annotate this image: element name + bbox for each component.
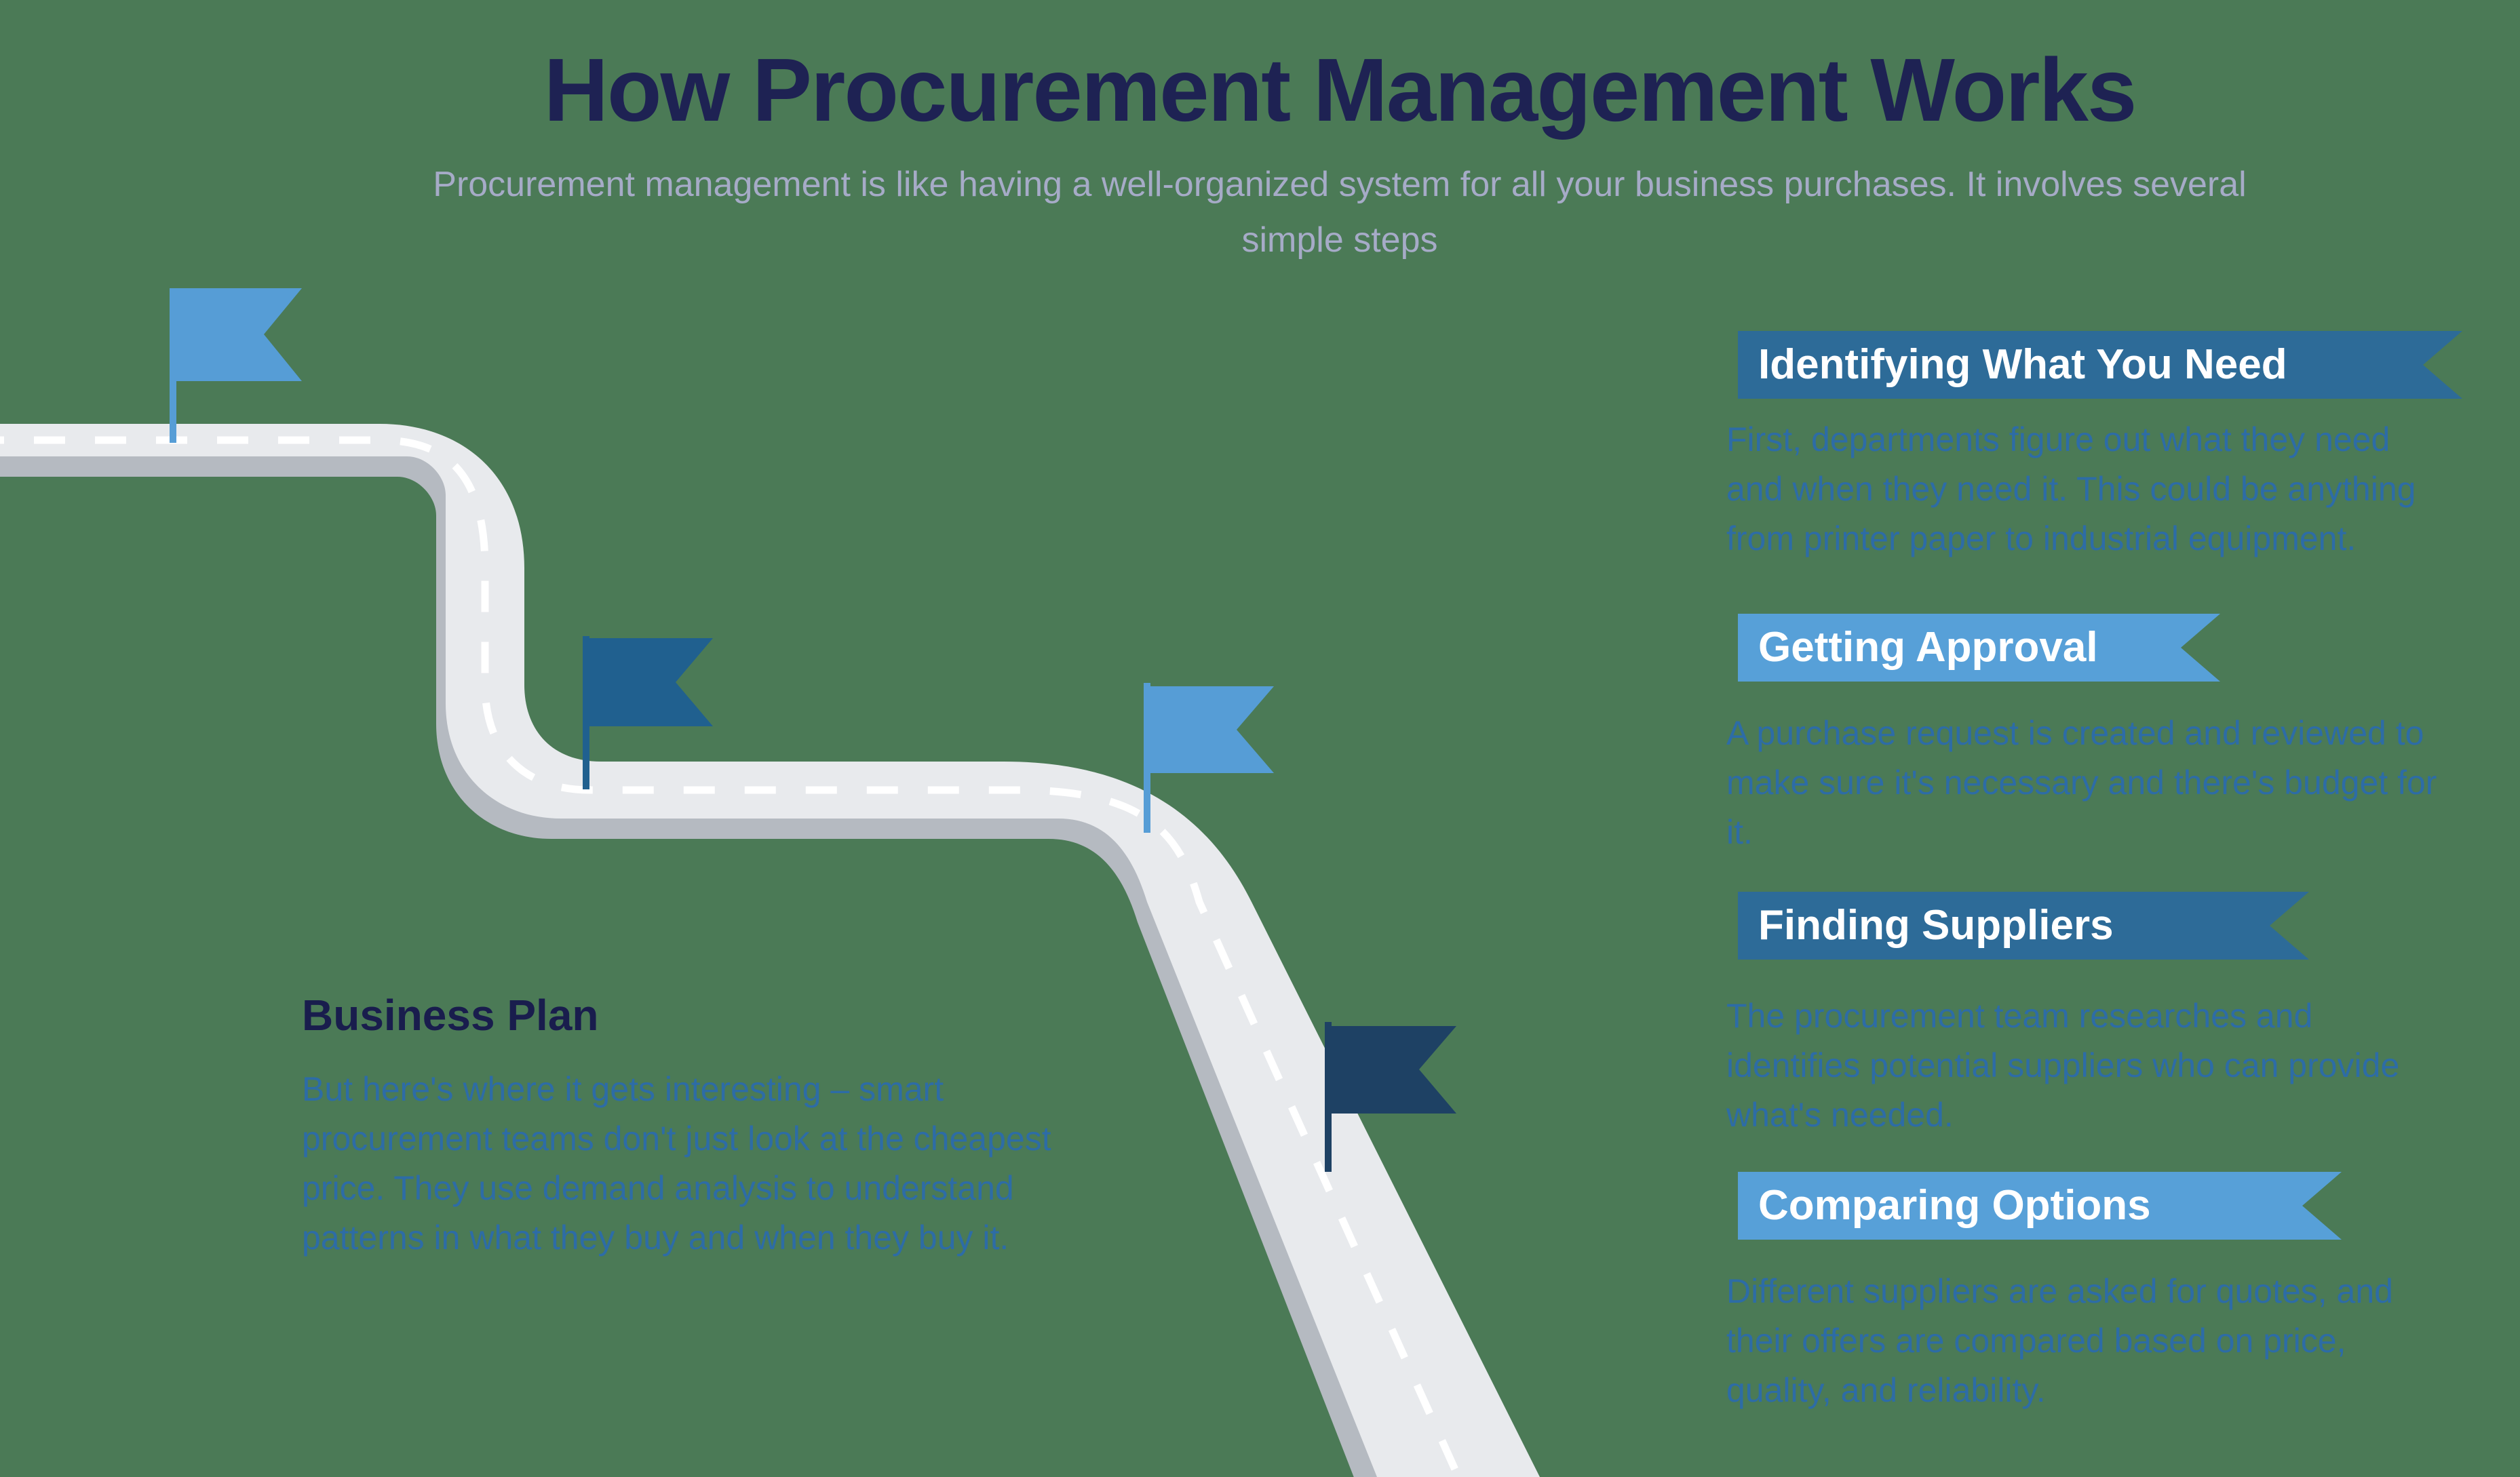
road-surface [0, 424, 1540, 1477]
step-ribbon-identifying-what-you-need: Identifying What You Need [1738, 331, 2462, 399]
milestone-flag-3 [1144, 683, 1274, 833]
business-plan-body: But here's where it gets interesting – s… [302, 1070, 1051, 1257]
header: How Procurement Management Works Procure… [176, 0, 2503, 268]
flag-3-pole [1144, 683, 1150, 833]
flag-2-pole [583, 636, 589, 789]
milestone-flag-4 [1325, 1022, 1456, 1172]
flag-4-pole [1325, 1022, 1332, 1172]
page-title: How Procurement Management Works [543, 40, 2137, 140]
page-subtitle-line-1: Procurement management is like having a … [433, 164, 2247, 204]
step-body-getting-approval: A purchase request is created and review… [1726, 714, 2437, 851]
road-side [0, 444, 1513, 1477]
step-ribbon-getting-approval: Getting Approval [1738, 614, 2220, 682]
step-body-finding-suppliers: The procurement team researches and iden… [1726, 997, 2400, 1134]
flag-2-body [589, 638, 713, 726]
page-subtitle: Procurement management is like having a … [176, 138, 2503, 268]
step-ribbon-comparing-options: Comparing Options [1738, 1172, 2342, 1240]
business-plan-heading: Business Plan [302, 991, 599, 1040]
flag-1-pole [170, 288, 176, 443]
flag-3-body [1150, 686, 1274, 773]
step-body-identifying-what-you-need: First, departments figure out what they … [1726, 420, 2416, 557]
road-center-line [0, 436, 1462, 1477]
business-plan-section: Business Plan But here's where it gets i… [302, 991, 1136, 1263]
page-subtitle-line-2: simple steps [1241, 220, 1438, 260]
flag-1-body [176, 288, 302, 381]
step-body-comparing-options: Different suppliers are asked for quotes… [1726, 1272, 2393, 1409]
milestone-flag-2 [583, 636, 713, 789]
milestone-flag-1 [170, 288, 302, 443]
step-ribbon-finding-suppliers: Finding Suppliers [1738, 892, 2309, 960]
flag-4-body [1332, 1026, 1456, 1114]
